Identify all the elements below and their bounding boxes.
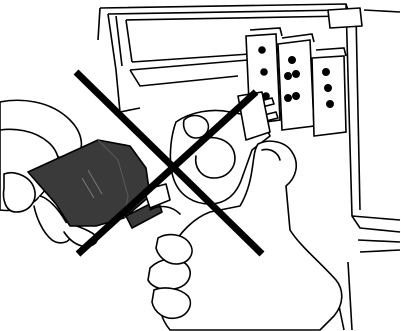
power-socket-icon — [289, 57, 295, 63]
power-socket-icon — [323, 69, 329, 75]
outlet-panel-3 — [312, 48, 346, 136]
power-socket-icon — [259, 47, 265, 53]
outlet-panel-2 — [278, 34, 314, 130]
